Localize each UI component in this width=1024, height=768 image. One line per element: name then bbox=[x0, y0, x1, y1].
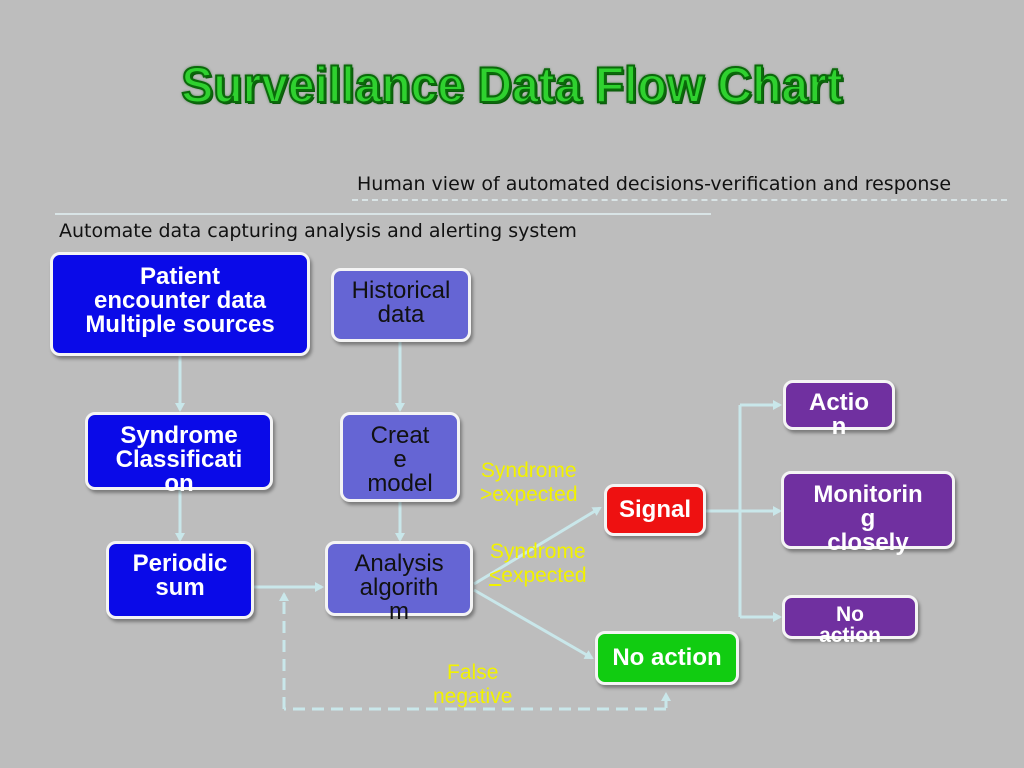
patient-line-2: encounter data bbox=[93, 287, 267, 314]
automate-divider bbox=[55, 213, 711, 215]
patient-encounter-node: Patient encounter data Multiple sources bbox=[50, 252, 310, 356]
syndrome-line-3: on bbox=[164, 470, 194, 497]
below-line-2: <expected bbox=[489, 564, 587, 588]
above-line-1: Syndrome bbox=[480, 459, 577, 482]
no-action-purple-node: No action bbox=[782, 595, 918, 646]
false-negative-label: False negative bbox=[433, 661, 512, 709]
historical-data-node: Historical data bbox=[331, 268, 471, 342]
analysis-line-3: m bbox=[389, 598, 409, 625]
monitoring-closely-node: Monitorin g closely bbox=[781, 471, 955, 555]
no-action-green-node: No action bbox=[595, 631, 739, 685]
human-view-caption: Human view of automated decisions-verifi… bbox=[357, 173, 952, 195]
patient-line-3: Multiple sources bbox=[85, 311, 275, 338]
page-title: Surveillance Data Flow Chart bbox=[180, 57, 844, 115]
periodic-line-1: Periodic bbox=[132, 550, 228, 577]
human-view-divider bbox=[352, 199, 1007, 201]
periodic-sum-node: Periodic sum bbox=[106, 541, 254, 619]
analysis-algorithm-node: Analysis algorith m bbox=[325, 541, 473, 624]
no-action-green-label: No action bbox=[612, 644, 722, 671]
analysis-line-1: Analysis bbox=[354, 550, 444, 577]
action-line-2: n bbox=[831, 413, 847, 440]
periodic-line-2: sum bbox=[155, 574, 205, 601]
false-negative-line-2: negative bbox=[433, 685, 513, 709]
arrow-analysis-to-signal bbox=[473, 506, 602, 586]
monitoring-line-2: g bbox=[860, 505, 876, 532]
syndrome-line-2: Classificati bbox=[115, 446, 243, 473]
below-symbol: < bbox=[489, 564, 502, 588]
create-model-line-2: e bbox=[393, 446, 407, 473]
patient-line-1: Patient bbox=[139, 263, 220, 290]
no-action-purple-line-1: No bbox=[836, 603, 864, 626]
create-model-node: Creat e model bbox=[340, 412, 460, 502]
historical-line-1: Historical bbox=[351, 277, 451, 304]
automate-caption: Automate data capturing analysis and ale… bbox=[59, 220, 577, 242]
syndrome-below-expected-label: Syndrome <expected bbox=[489, 540, 587, 588]
below-line-1: Syndrome bbox=[489, 540, 586, 563]
create-model-line-1: Creat bbox=[370, 422, 430, 449]
syndrome-line-1: Syndrome bbox=[120, 422, 238, 449]
signal-node: Signal bbox=[604, 484, 706, 536]
below-rest: expected bbox=[501, 564, 587, 588]
monitoring-line-3: closely bbox=[827, 529, 909, 556]
above-line-2: >expected bbox=[480, 483, 578, 507]
monitoring-line-1: Monitorin bbox=[813, 481, 923, 508]
false-negative-line-1: False bbox=[447, 661, 499, 684]
historical-line-2: data bbox=[377, 301, 425, 328]
syndrome-above-expected-label: Syndrome >expected bbox=[480, 459, 578, 507]
syndrome-classification-node: Syndrome Classificati on bbox=[85, 412, 273, 496]
create-model-line-3: model bbox=[367, 470, 433, 497]
action-node: Actio n bbox=[783, 380, 895, 439]
action-line-1: Actio bbox=[809, 389, 869, 416]
no-action-purple-line-2: action bbox=[819, 624, 881, 647]
signal-label: Signal bbox=[618, 496, 691, 523]
analysis-line-2: algorith bbox=[359, 574, 439, 601]
arrow-analysis-to-no-action bbox=[473, 588, 594, 660]
